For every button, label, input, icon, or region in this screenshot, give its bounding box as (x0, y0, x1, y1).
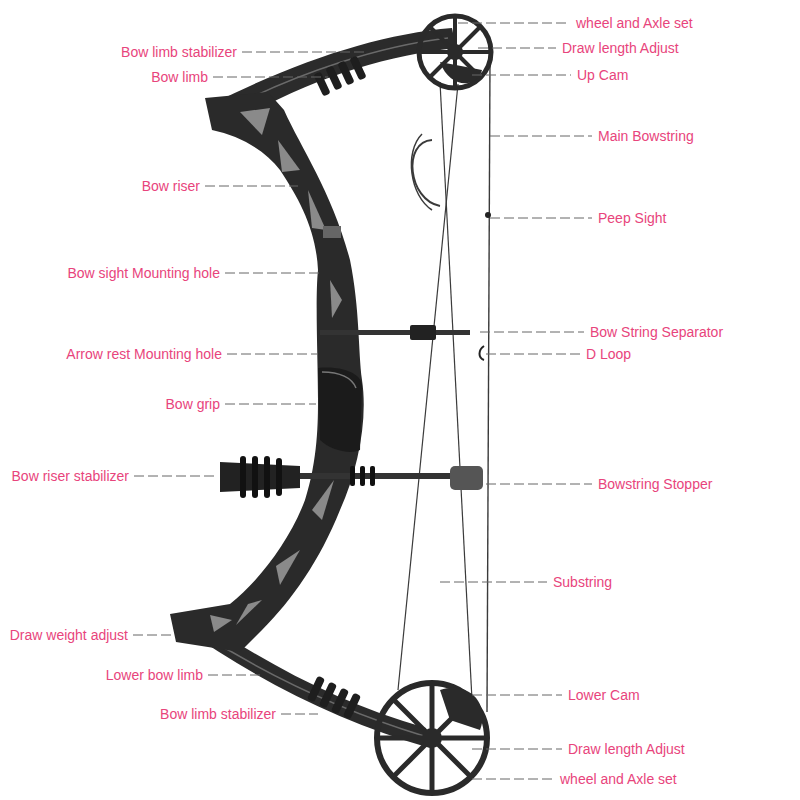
part-label: wheel and Axle set (560, 770, 677, 788)
part-label: Main Bowstring (598, 127, 694, 145)
leader-lines (133, 23, 592, 779)
part-label: Bow limb stabilizer (121, 43, 237, 61)
part-label: Bow sight Mounting hole (67, 264, 220, 282)
part-label: wheel and Axle set (576, 14, 693, 32)
part-label: Bowstring Stopper (598, 475, 712, 493)
part-label: Bow grip (166, 395, 220, 413)
part-label: Lower bow limb (106, 666, 203, 684)
part-label: Peep Sight (598, 209, 667, 227)
part-label: Draw length Adjust (562, 39, 679, 57)
part-label: Draw length Adjust (568, 740, 685, 758)
part-label: Up Cam (577, 66, 628, 84)
part-label: Arrow rest Mounting hole (66, 345, 222, 363)
part-label: Draw weight adjust (10, 626, 128, 644)
part-label: Bow riser (142, 177, 200, 195)
part-label: Bow riser stabilizer (12, 467, 129, 485)
part-label: Substring (553, 573, 612, 591)
part-label: Bow limb stabilizer (160, 705, 276, 723)
part-label: Bow limb (151, 68, 208, 86)
part-label: Bow String Separator (590, 323, 723, 341)
part-label: Lower Cam (568, 686, 640, 704)
part-label: D Loop (586, 345, 631, 363)
